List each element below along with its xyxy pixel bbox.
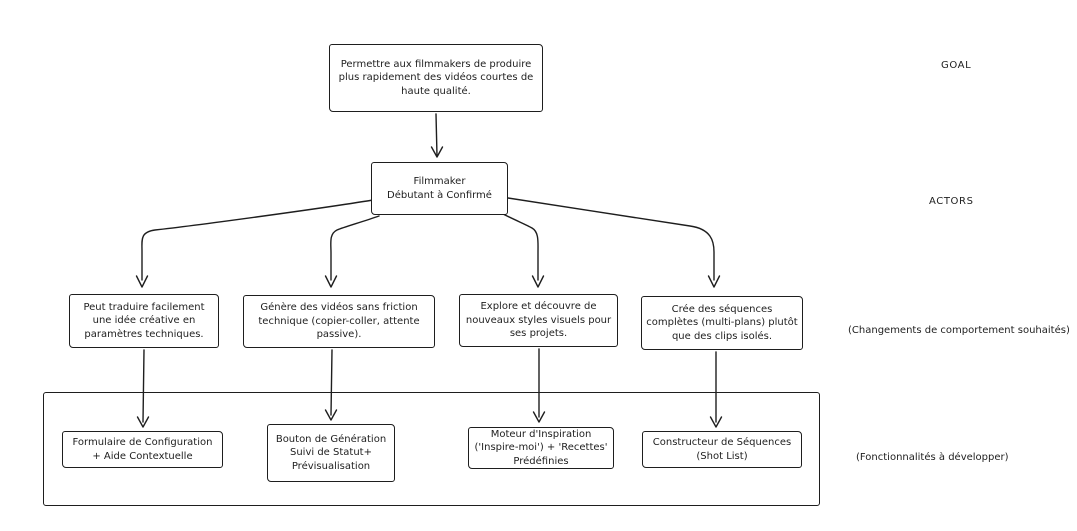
arrow-goal-to-actor [430,113,444,158]
actor-text: Filmmaker Débutant à Confirmé [387,176,492,201]
behavior-node-1: Peut traduire facilement une idée créati… [69,294,219,348]
behavior-node-3: Explore et découvre de nouveaux styles v… [459,294,618,347]
behavior-text-3: Explore et découvre de nouveaux styles v… [465,301,612,340]
feature-node-2: Bouton de Génération Suivi de Statut+ Pr… [267,424,395,482]
behavior-node-2: Génère des vidéos sans friction techniqu… [243,295,435,348]
behavior-node-4: Crée des séquences complètes (multi-plan… [641,296,803,350]
goal-side-label: GOAL [941,60,972,71]
arrow-behavior1-to-feature-1 [136,349,150,428]
behavior-text-1: Peut traduire facilement une idée créati… [83,301,205,340]
arrow-actor-to-behavior-4 [507,197,721,288]
feature-node-3: Moteur d'Inspiration ('Inspire-moi') + '… [468,427,614,469]
behavior-text-2: Génère des vidéos sans friction techniqu… [258,302,420,341]
features-side-label: (Fonctionnalités à développer) [856,452,1009,463]
behaviors-side-label: (Changements de comportement souhaités) [848,325,1070,336]
goal-text: Permettre aux filmmakers de produire plu… [338,58,534,97]
arrow-actor-to-behavior-3 [502,213,545,288]
actors-side-label: ACTORS [929,196,974,207]
feature-text-2: Bouton de Génération Suivi de Statut+ Pr… [275,433,387,472]
feature-node-1: Formulaire de Configuration + Aide Conte… [62,431,223,468]
feature-node-4: Constructeur de Séquences (Shot List) [642,431,802,468]
arrow-behavior3-to-feature-3 [532,348,546,423]
actor-node: Filmmaker Débutant à Confirmé [371,162,508,215]
feature-text-4: Constructeur de Séquences (Shot List) [652,437,792,462]
arrow-actor-to-behavior-1 [135,199,374,288]
behavior-text-4: Crée des séquences complètes (multi-plan… [646,303,798,342]
feature-text-1: Formulaire de Configuration + Aide Conte… [72,437,213,462]
features-container-frame [43,392,820,506]
goal-node: Permettre aux filmmakers de produire plu… [329,44,543,112]
arrow-behavior4-to-feature-4 [709,351,723,428]
feature-text-3: Moteur d'Inspiration ('Inspire-moi') + '… [474,428,608,467]
arrow-actor-to-behavior-2 [324,215,380,288]
arrow-behavior2-to-feature-2 [324,349,338,421]
